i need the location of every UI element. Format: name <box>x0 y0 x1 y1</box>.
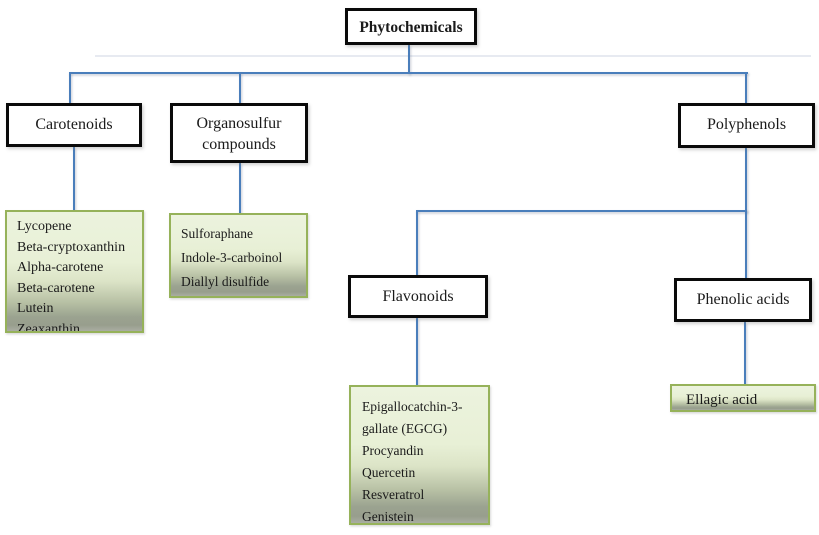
connector-organosulfur-list <box>239 163 241 213</box>
node-carotenoids: Carotenoids <box>6 103 142 147</box>
connector-to-phenolic-acids <box>745 210 747 278</box>
connector-level1-rail <box>69 72 748 74</box>
list-item: Beta-carotene <box>17 280 95 296</box>
list-item: Lycopene <box>17 219 72 234</box>
node-polyphenols: Polyphenols <box>678 103 815 148</box>
node-flavonoids: Flavonoids <box>348 275 488 318</box>
connector-root-stem <box>408 45 410 74</box>
list-item: Resveratrol <box>362 487 425 502</box>
node-phytochemicals-label: Phytochemicals <box>359 19 463 36</box>
connector-phenolic-acids-list <box>744 322 746 384</box>
list-item: Lutein <box>17 301 54 316</box>
list-item: Indole-3-carboinol <box>181 250 283 265</box>
list-item: Procyandin <box>362 443 424 458</box>
list-item: Epigallocatchin-3-gallate (EGCG) <box>362 399 463 436</box>
node-polyphenols-label: Polyphenols <box>706 116 787 133</box>
list-flavonoids: Epigallocatchin-3-gallate (EGCG) Procyand… <box>349 385 490 525</box>
connector-polyphenols-stem <box>745 148 747 212</box>
connector-to-flavonoids <box>416 210 418 277</box>
node-organosulfur: Organosulfur compounds <box>170 103 308 163</box>
list-phenolic-acids: Ellagic acid <box>670 384 816 412</box>
list-item: Genistein <box>362 509 414 524</box>
connector-flavonoids-list <box>416 318 418 385</box>
list-item: Zeaxanthin <box>17 321 80 333</box>
connector-to-polyphenols <box>745 72 747 103</box>
list-item: Sulforaphane <box>181 226 253 241</box>
connector-shadow-line <box>95 55 811 57</box>
connector-carotenoids-list <box>73 147 75 211</box>
list-item: Ellagic acid <box>686 392 758 408</box>
connector-to-carotenoids <box>69 72 71 103</box>
connector-to-organosulfur <box>239 72 241 103</box>
node-flavonoids-label: Flavonoids <box>382 288 454 305</box>
node-phenolic-acids-label: Phenolic acids <box>696 291 790 308</box>
node-phytochemicals: Phytochemicals <box>345 8 477 45</box>
list-item: Beta-cryptoxanthin <box>17 239 126 255</box>
node-carotenoids-label: Carotenoids <box>35 116 113 133</box>
connector-level2-rail <box>416 210 747 212</box>
list-item: Alpha-carotene <box>17 260 104 275</box>
list-item: Quercetin <box>362 465 416 480</box>
node-organosulfur-label: Organosulfur compounds <box>196 115 282 153</box>
node-phenolic-acids: Phenolic acids <box>674 278 812 322</box>
list-item: Diallyl disulfide <box>181 274 270 289</box>
